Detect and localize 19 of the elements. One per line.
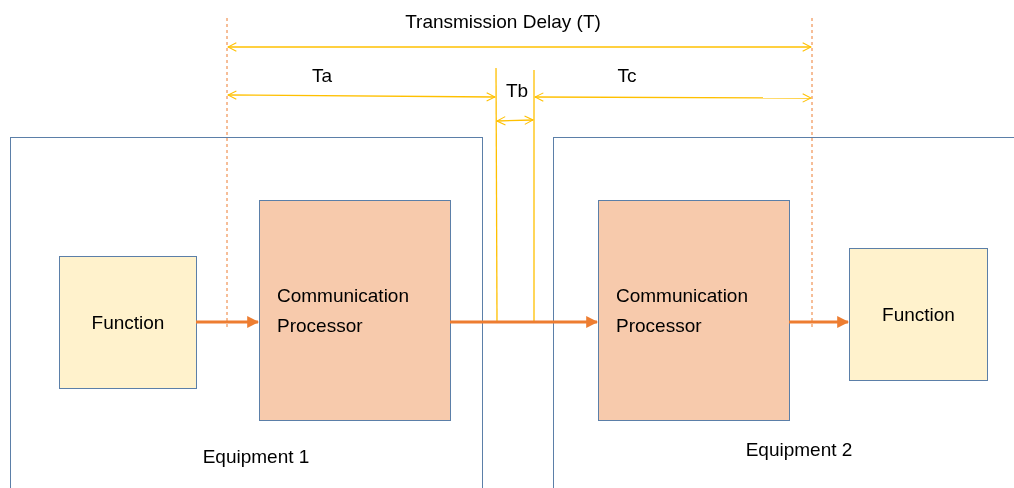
dimension-label: Transmission Delay (T) xyxy=(404,10,602,34)
dimension-label: Tb xyxy=(504,79,530,103)
processor-box xyxy=(598,200,790,421)
node-label: Function xyxy=(882,302,955,327)
node-label: Function xyxy=(91,310,165,335)
dimension-label: Ta xyxy=(310,64,334,88)
dimension-label: Tc xyxy=(616,64,638,88)
processor-box xyxy=(259,200,451,421)
node-label: Communication Processor xyxy=(616,283,749,338)
arrow xyxy=(450,316,599,328)
arrow xyxy=(789,316,850,328)
equipment-frame xyxy=(553,137,1014,488)
group-label: Equipment 1 xyxy=(201,445,311,469)
function-box xyxy=(849,248,988,381)
function-box xyxy=(59,256,197,389)
group-label: Equipment 2 xyxy=(744,438,854,462)
node-label: Communication Processor xyxy=(277,283,410,338)
equipment-frame xyxy=(10,137,483,488)
arrow xyxy=(196,316,260,328)
